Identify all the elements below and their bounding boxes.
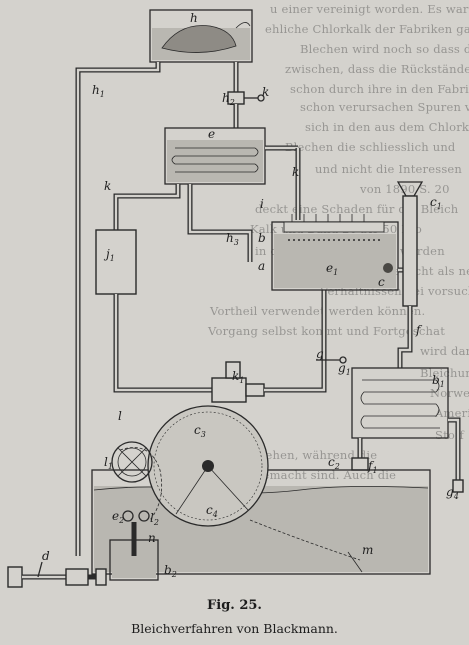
pipe-f <box>397 306 413 368</box>
pipe-g4 <box>448 417 461 480</box>
electrolysis-bath <box>271 214 399 291</box>
column-c1 <box>396 181 424 307</box>
valve-h2 <box>227 91 265 105</box>
figure-caption: Bleichverfahren von Blackmann. <box>131 621 338 636</box>
label-l1: l1 <box>104 455 113 471</box>
label-h: h <box>190 11 198 25</box>
background-text-line: schon durch ihre in den Fabrik manchem <box>290 82 469 96</box>
background-text-line: Blechen die schliesslich und <box>285 140 456 154</box>
pipe-k1-bath <box>264 290 327 393</box>
label-i: i <box>260 197 264 211</box>
valve-f1 <box>351 457 369 471</box>
label-b1: b1 <box>432 373 445 389</box>
pipe-h3 <box>187 184 253 262</box>
label-c1: c1 <box>430 195 442 211</box>
label-e2: e2 <box>112 509 124 525</box>
label-k-left: k <box>104 179 111 193</box>
label-b: b <box>258 231 266 245</box>
background-text-line: Norweg <box>430 386 469 400</box>
pump-k1 <box>211 361 265 403</box>
label-j1: j1 <box>103 247 115 263</box>
label-g: g <box>316 347 324 361</box>
background-text-line: Amerika <box>435 406 469 420</box>
drum-c3 <box>147 405 269 527</box>
background-text-line: und nicht die Interessen <box>315 162 463 176</box>
top-tank-h <box>149 9 253 63</box>
label-h2: h2 <box>222 91 235 107</box>
label-l2: l2 <box>150 511 159 527</box>
background-text-line: gemacht sind. Auch die <box>255 468 397 482</box>
vessel-b2 <box>109 522 159 581</box>
coil-b1 <box>351 367 449 439</box>
label-e1: e1 <box>326 261 338 277</box>
label-k-top: k <box>262 85 269 99</box>
feed-roll-l <box>111 441 153 483</box>
label-k1: k1 <box>232 369 244 385</box>
label-g1: g1 <box>338 361 351 377</box>
label-l: l <box>118 409 122 423</box>
label-n: n <box>148 531 156 545</box>
label-h3: h3 <box>226 231 239 247</box>
labels: h h1 h2 e k k k i h3 j1 ba e1 c c1 f k1 g g1 b1 l c3 c2 c4 f1 g4… <box>42 11 459 579</box>
background-text-line: ehliche Chlorkalk der Fabriken ganz unab… <box>265 22 469 36</box>
background-text-line: u einer vereinigt worden. Es war also de… <box>270 2 469 16</box>
background-text-line: zwischen, dass die Rückstände Chlorsäure… <box>285 62 469 76</box>
background-text-line: wird darunter <box>420 344 469 358</box>
pipe-k-left <box>113 184 181 230</box>
label-f: f <box>415 323 423 337</box>
cooler-e <box>164 127 298 185</box>
pointer-m <box>347 551 363 573</box>
apparatus-diagram: h h1 h2 e k k k i h3 j1 ba e1 c c1 f k1 g g1 b1 l c3 c2 c4 f1 g4… <box>7 9 464 588</box>
label-c4: c4 <box>206 503 218 519</box>
label-d: d <box>42 549 50 563</box>
label-c3: c3 <box>194 423 206 439</box>
background-text-line: Blechen wird noch so dass die Kalk am Bl… <box>300 42 469 56</box>
pipe-j1-k1 <box>113 294 212 393</box>
figure-number: Fig. 25. <box>207 598 262 613</box>
cloth-path <box>119 447 361 561</box>
background-text-line: von 1890 S. 20 <box>360 182 450 196</box>
label-g4: g4 <box>446 485 459 501</box>
label-m: m <box>362 543 373 557</box>
label-k-right: k <box>292 165 299 179</box>
pipe-d <box>7 561 107 588</box>
label-f1: f1 <box>367 459 378 475</box>
label-b2: b2 <box>164 563 177 579</box>
label-e: e <box>208 127 215 141</box>
label-c: c <box>378 275 385 289</box>
roll-e2 <box>122 510 134 522</box>
background-text-line: Vortheil verwendet werden können. <box>210 304 426 318</box>
label-a: a <box>258 259 265 273</box>
label-h1: h1 <box>92 83 105 99</box>
background-text-line: Bleichun <box>420 366 469 380</box>
background-text-line: schon verursachen Spuren von Chlor <box>300 100 469 114</box>
background-text-line: bestehen, während die <box>240 448 378 462</box>
label-c2: c2 <box>328 455 340 471</box>
roll-l2 <box>138 510 150 522</box>
background-text-line: sich in den aus dem Chlorkalk sich er <box>305 120 469 134</box>
vessel-j1 <box>95 229 137 295</box>
